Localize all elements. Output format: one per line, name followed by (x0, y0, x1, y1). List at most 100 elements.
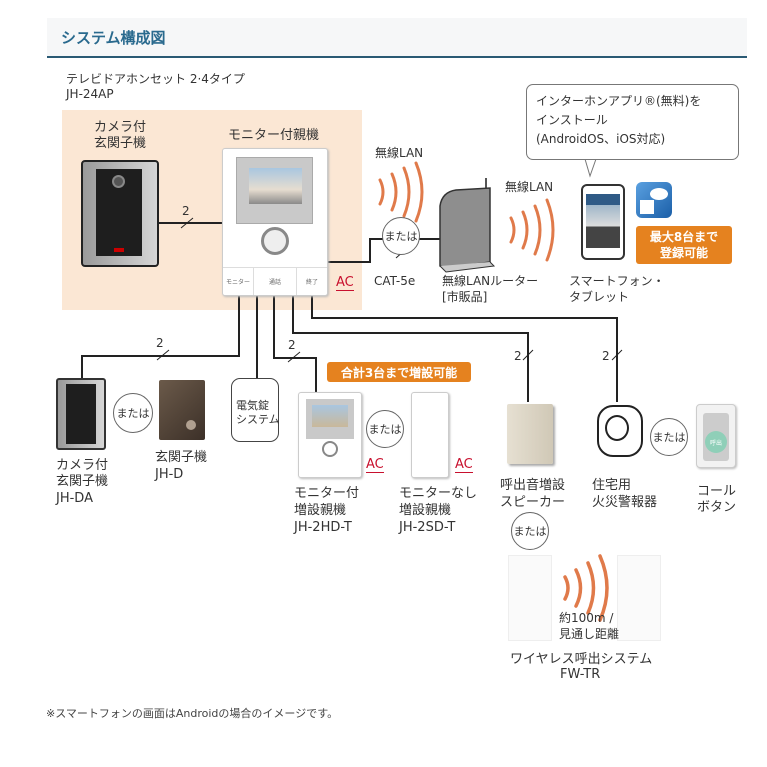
wire-count-label: 2 (182, 204, 190, 218)
master-monitor-label: モニター付親機 (228, 128, 320, 143)
option-label: 増設親機 (399, 503, 452, 518)
wifi-waves-2 (509, 198, 555, 262)
sub-monitor-image (298, 392, 362, 478)
option-label: スピーカー (500, 495, 566, 510)
master-monitor-image: モニター 通話 終了 (222, 148, 328, 296)
wire-count-label: 2 (156, 336, 164, 350)
screen-image (249, 168, 302, 204)
smartphone-image (581, 184, 625, 260)
option-label: 呼出音増設 (500, 478, 566, 493)
section-header: システム構成図 (47, 18, 747, 58)
navigation-dial (261, 227, 289, 255)
option-label: コール (697, 484, 737, 499)
option-label: ボタン (697, 500, 737, 515)
call-button-icon (186, 420, 196, 430)
wire-count-label: 2 (514, 349, 522, 363)
or-circle: または (511, 512, 549, 550)
option-model: FW-TR (560, 667, 601, 682)
door-station-face (96, 169, 142, 256)
wifi-waves-3 (563, 554, 609, 622)
fire-alarm-sensor (605, 415, 629, 441)
range-label: 見通し距離 (559, 627, 620, 641)
option-label: ワイヤレス呼出システム (510, 652, 653, 667)
badge-text: 最大8台まで (649, 230, 719, 244)
wire-fire-alarm (311, 296, 618, 402)
router-shape (439, 178, 496, 273)
wire-speaker (292, 296, 529, 402)
expansion-limit-badge: 合計3台まで増設可能 (327, 362, 471, 382)
option-label: カメラ付 (56, 458, 109, 473)
wire-count-label: 2 (288, 338, 296, 352)
or-circle: または (382, 217, 420, 255)
door-station-camera-image (81, 160, 159, 267)
call-button-plate: 呼出 (703, 413, 729, 461)
option-label: 玄関子機 (155, 450, 208, 465)
option-model: JH-D (155, 467, 184, 482)
wireless-receiver-image (617, 555, 661, 641)
option-model: JH-DA (56, 491, 93, 506)
ac-power-label: AC (366, 457, 384, 473)
wireless-lan-label: 無線LAN (505, 180, 554, 194)
speaker-image (507, 404, 553, 464)
call-led (114, 248, 124, 252)
option-model: JH-2SD-T (399, 520, 456, 535)
wire-cat5e (310, 238, 440, 263)
section-title: システム構成図 (61, 29, 166, 47)
door-station-label: カメラ付 (94, 120, 147, 135)
app-icon-house (640, 200, 654, 214)
option-model: JH-2HD-T (294, 520, 352, 535)
sub-monitor-screen (306, 399, 354, 439)
or-circle: または (650, 418, 688, 456)
bubble-text: (AndroidOS、iOS対応) (536, 132, 666, 146)
or-circle: または (366, 410, 404, 448)
range-label: 約100m / (559, 611, 614, 625)
door-camera-jh-da-image (56, 378, 106, 450)
app-install-bubble: インターホンアプリ®(無料)を インストール (AndroidOS、iOS対応) (526, 84, 739, 160)
smartphone-label: スマートフォン・ (569, 274, 665, 288)
lock-label: 電気錠 (236, 399, 269, 412)
fire-alarm-image (597, 405, 643, 457)
or-circle: または (113, 393, 153, 433)
option-label: 玄関子機 (56, 474, 109, 489)
intercom-app-icon (636, 182, 672, 218)
monitor-buttons: モニター 通話 終了 (223, 267, 327, 295)
wire-sub-master (273, 296, 317, 393)
cable-label: CAT-5e (374, 274, 416, 288)
wireless-transmitter-image (508, 555, 552, 641)
ac-power-label: AC (336, 275, 354, 291)
electric-lock-box: 電気錠 システム (231, 378, 280, 442)
door-station-label: 玄関子機 (94, 136, 147, 151)
screen-image (312, 405, 348, 427)
set-name: テレビドアホンセット 2·4タイプ (66, 72, 245, 86)
option-label: モニターなし (399, 486, 478, 501)
door-station-jh-d-image (159, 380, 205, 440)
router-label: 無線LANルーター (442, 274, 539, 288)
option-label: 火災警報器 (592, 495, 658, 510)
talk-button: 通話 (254, 268, 297, 295)
ac-power-label: AC (455, 457, 473, 473)
navigation-dial (322, 441, 338, 457)
set-model: JH-24AP (66, 87, 114, 101)
end-button: 終了 (305, 279, 318, 286)
smartphone-label: タブレット (569, 290, 630, 304)
wire-count-label: 2 (602, 349, 610, 363)
bubble-text: インストール (536, 113, 608, 127)
footnote: ※スマートフォンの画面はAndroidの場合のイメージです。 (46, 707, 339, 720)
option-label: モニター付 (294, 486, 360, 501)
wire-door-option (81, 296, 240, 380)
router-note: [市販品] (442, 290, 488, 304)
call-button-image: 呼出 (696, 404, 736, 468)
monitor-screen (236, 157, 313, 224)
call-button-face: 呼出 (705, 431, 727, 453)
sub-nomonitor-image (411, 392, 449, 478)
option-label: 住宅用 (592, 478, 632, 493)
badge-text: 登録可能 (659, 246, 708, 260)
monitor-button: モニター (223, 268, 254, 295)
wifi-waves-1 (378, 161, 424, 223)
bubble-text: インターホンアプリ®(無料)を (536, 94, 702, 108)
option-label: 増設親機 (294, 503, 347, 518)
max-registration-badge: 最大8台まで 登録可能 (636, 226, 732, 264)
door-camera-face (66, 384, 96, 444)
wireless-lan-label: 無線LAN (375, 146, 424, 160)
app-icon-bubble (650, 188, 668, 200)
